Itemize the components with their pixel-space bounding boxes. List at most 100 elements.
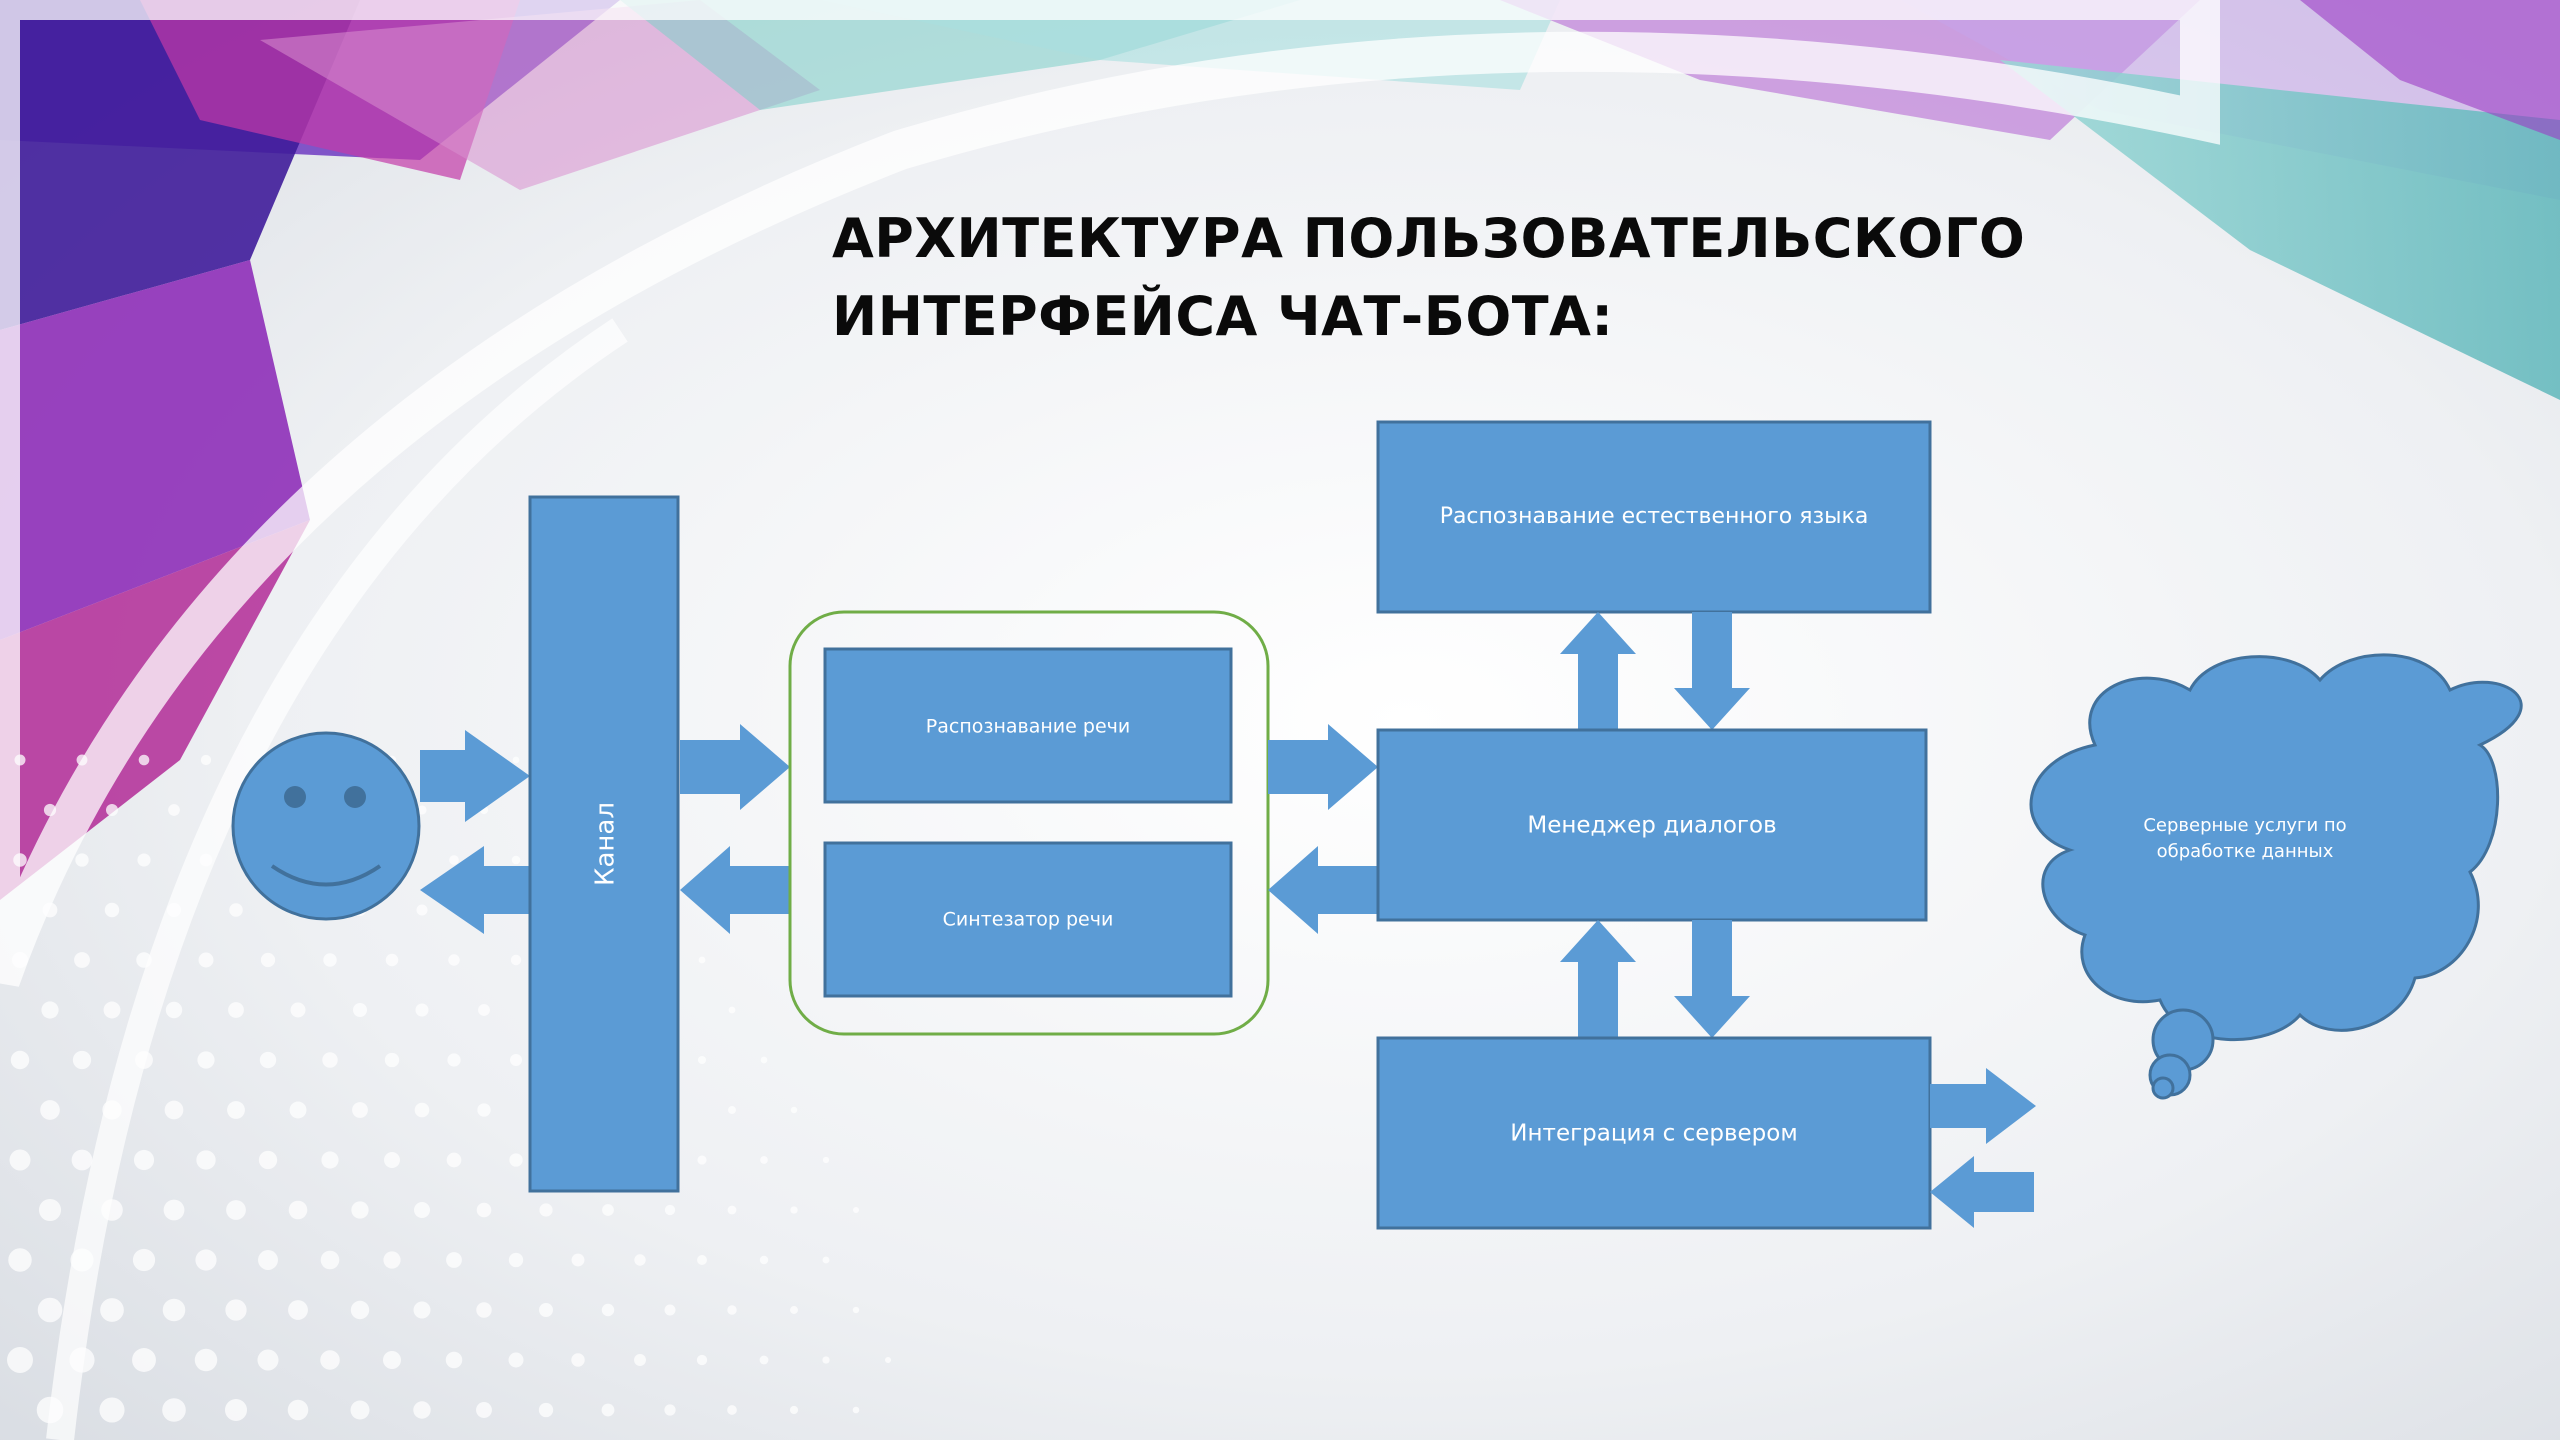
decorative-dot (70, 1248, 94, 1272)
channel-label: Канал (591, 802, 621, 886)
decorative-dot (664, 1304, 676, 1316)
decorative-dot (448, 954, 460, 966)
decorative-dot (136, 952, 152, 968)
decorative-dot (571, 1353, 585, 1367)
decorative-dot (40, 1100, 60, 1120)
speech-module-group (788, 610, 1270, 1036)
decorative-dot (198, 952, 214, 968)
arrow-integration-to-cloud (1930, 1068, 2036, 1144)
decorative-dot (199, 853, 213, 867)
decorative-dot (132, 1348, 156, 1372)
decorative-dot (790, 1306, 798, 1314)
decorative-dot (822, 1256, 830, 1264)
arrow-dialog-manager-to-speech (1268, 846, 1378, 934)
decorative-dot (446, 1152, 462, 1168)
decorative-dot (601, 1303, 615, 1317)
arrow-dialog-manager-to-integration (1674, 920, 1750, 1038)
decorative-dot (664, 1204, 676, 1216)
decorative-dot (228, 1002, 244, 1018)
decorative-dot (168, 804, 180, 816)
server-integration-label: Интеграция с сервером (1510, 1121, 1797, 1147)
arrow-channel-to-speech (680, 724, 790, 810)
decorative-dot (43, 803, 57, 817)
decorative-dot (105, 803, 119, 817)
decorative-dot (288, 1200, 308, 1220)
decorative-dot (76, 754, 88, 766)
decorative-dot (194, 1348, 218, 1372)
decorative-dot (37, 1297, 63, 1323)
decorative-dot (320, 1250, 340, 1270)
decorative-dot (476, 1202, 492, 1218)
slide-title: АРХИТЕКТУРА ПОЛЬЗОВАТЕЛЬСКОГО ИНТЕРФЕЙСА… (832, 200, 2232, 356)
arrow-user-to-channel (420, 730, 530, 822)
decorative-dot (512, 756, 520, 764)
server-services-label-line2: обработке данных (2157, 841, 2334, 862)
user-smiley-icon (231, 731, 421, 921)
decorative-dot (759, 1255, 769, 1265)
speech-synthesizer-box (823, 841, 1233, 998)
decorative-dot (822, 1156, 830, 1164)
decorative-dot (195, 1249, 217, 1271)
decorative-dot (227, 1101, 245, 1119)
server-services-cloud (2029, 653, 2523, 1100)
decorative-dot (416, 904, 428, 916)
decorative-dot (71, 1149, 93, 1171)
decorative-dot (417, 805, 427, 815)
decorative-dot (258, 1150, 278, 1170)
decorative-dot (196, 1150, 216, 1170)
decorative-dot (320, 1350, 340, 1370)
arrow-speech-to-channel (680, 846, 790, 934)
decorative-dot (323, 953, 337, 967)
decorative-dot (822, 1356, 830, 1364)
decorative-dot (72, 1050, 92, 1070)
decorative-dot (104, 902, 120, 918)
decorative-dot (509, 1153, 523, 1167)
decorative-dot (99, 1397, 125, 1423)
decorative-dot (225, 1299, 247, 1321)
decorative-dot (385, 953, 399, 967)
arrow-nlu-to-dialog-manager (1674, 612, 1750, 730)
decorative-dot (885, 1357, 891, 1363)
decorative-dot (664, 1404, 676, 1416)
decorative-dot (852, 1306, 860, 1314)
decorative-dot (69, 1347, 95, 1373)
architecture-diagram: Канал Распознавание речи Синтезатор речи… (231, 420, 2523, 1230)
decorative-dot (260, 952, 276, 968)
decorative-dot (257, 1349, 279, 1371)
decorative-dot (698, 956, 706, 964)
arrow-cloud-to-integration (1930, 1156, 2034, 1228)
decorative-dot (36, 1396, 64, 1424)
decorative-dot (138, 754, 150, 766)
decorative-dot (727, 1205, 737, 1215)
decorative-dot (510, 954, 522, 966)
decorative-dot (727, 1405, 737, 1415)
decorative-dot (384, 1052, 400, 1068)
slide-title-line1: АРХИТЕКТУРА ПОЛЬЗОВАТЕЛЬСКОГО (832, 207, 2026, 270)
decorative-dot (13, 853, 27, 867)
decorative-dot (135, 1051, 153, 1069)
decorative-dot (415, 1003, 429, 1017)
decorative-dot (350, 1400, 370, 1420)
decorative-dot (760, 1156, 768, 1164)
decorative-dot (224, 1398, 248, 1422)
decorative-dot (508, 1352, 524, 1368)
decorative-dot (14, 754, 26, 766)
decorative-dot (508, 1252, 524, 1268)
decorative-dot (322, 1052, 338, 1068)
decorative-dot (321, 1151, 339, 1169)
decorative-dot (539, 1203, 553, 1217)
server-integration-box (1376, 1036, 1932, 1230)
decorative-dot (229, 903, 243, 917)
decorative-dot (8, 1248, 32, 1272)
decorative-dot (696, 1354, 708, 1366)
decorative-dot (789, 1405, 799, 1415)
decorative-dot (7, 1347, 33, 1373)
decorative-dot (200, 754, 212, 766)
decorative-dot (75, 853, 89, 867)
decorative-dot (12, 952, 28, 968)
decorative-dot (10, 1050, 30, 1070)
decorative-dot (350, 1300, 370, 1320)
decorative-dot (351, 1201, 369, 1219)
decorative-dot (446, 1252, 462, 1268)
decorative-dot (100, 1298, 124, 1322)
